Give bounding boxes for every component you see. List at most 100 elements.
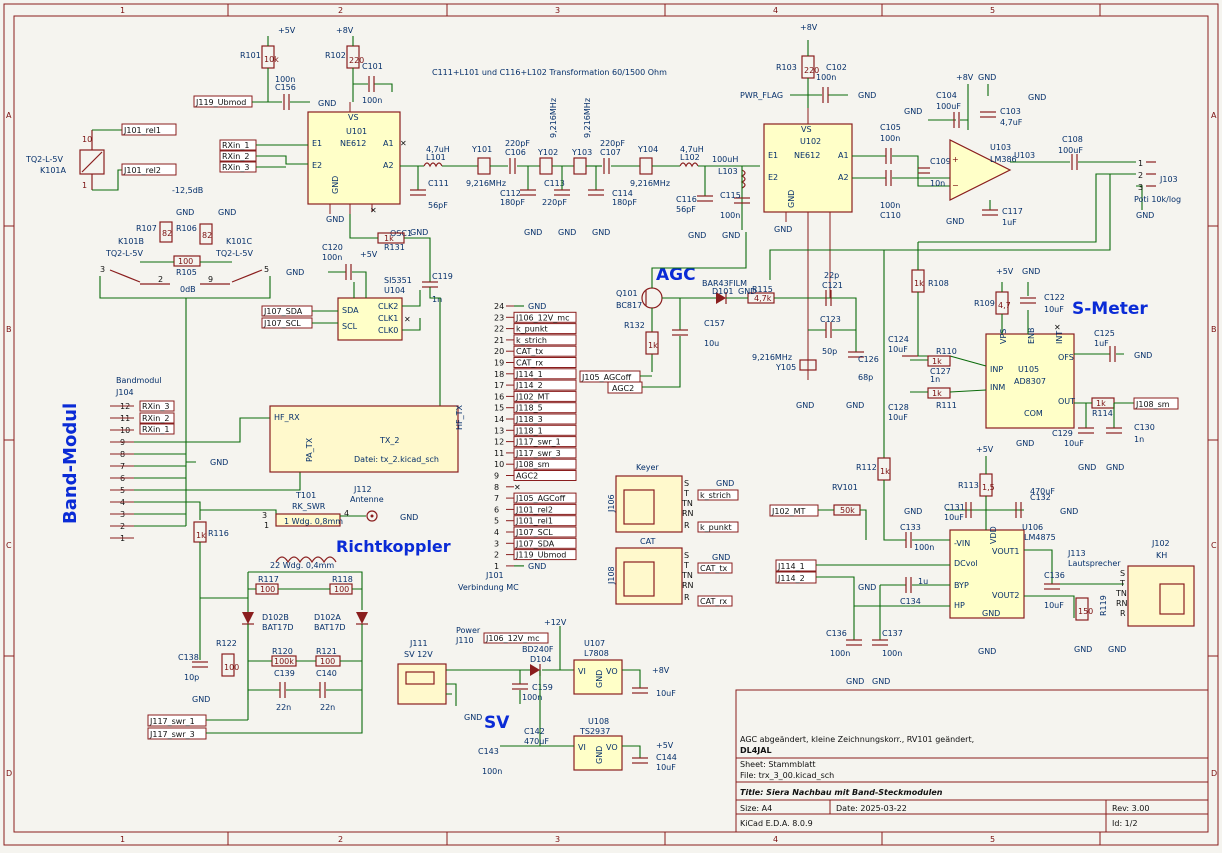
svg-text:1 Wdg. 0,8mm: 1 Wdg. 0,8mm <box>284 517 343 526</box>
svg-text:GND: GND <box>1022 267 1040 276</box>
svg-text:22n: 22n <box>320 703 335 712</box>
svg-text:AD8307: AD8307 <box>1014 377 1046 386</box>
svg-text:L7808: L7808 <box>584 649 609 658</box>
svg-text:AGC2: AGC2 <box>612 384 634 393</box>
svg-text:+12V: +12V <box>544 618 567 627</box>
svg-text:RXin_1: RXin_1 <box>142 425 169 434</box>
svg-text:+5V: +5V <box>360 250 378 259</box>
svg-text:GND: GND <box>872 677 890 686</box>
svg-text:R121: R121 <box>316 647 337 656</box>
svg-text:GND: GND <box>904 507 922 516</box>
svg-text:4,7k: 4,7k <box>754 294 772 303</box>
svg-text:2: 2 <box>1138 171 1143 180</box>
tb-date: Date: 2025-03-22 <box>836 804 907 813</box>
svg-text:100n: 100n <box>914 543 934 552</box>
svg-text:C108: C108 <box>1062 135 1083 144</box>
svg-text:+5V: +5V <box>278 26 296 35</box>
svg-text:1k: 1k <box>384 234 394 243</box>
svg-text:9,216MHz: 9,216MHz <box>752 353 792 362</box>
svg-text:C144: C144 <box>656 753 677 762</box>
svg-text:C119: C119 <box>432 272 453 281</box>
svg-text:100n: 100n <box>322 253 342 262</box>
svg-text:C109: C109 <box>930 157 951 166</box>
svg-text:GND: GND <box>192 695 210 704</box>
j101-pin-number: 5 <box>494 517 499 526</box>
svg-text:3: 3 <box>100 265 105 274</box>
svg-text:R112: R112 <box>856 463 877 472</box>
svg-text:4,7: 4,7 <box>998 301 1011 310</box>
svg-text:100uF: 100uF <box>1058 146 1083 155</box>
svg-text:SV 12V: SV 12V <box>404 650 433 659</box>
svg-text:C111: C111 <box>428 179 449 188</box>
svg-text:✕: ✕ <box>370 206 377 215</box>
j101-pin-number: 20 <box>494 347 504 356</box>
j101-pin-number: 22 <box>494 325 504 334</box>
svg-text:TQ2-L-5V: TQ2-L-5V <box>215 249 253 258</box>
zone-row-left: B <box>6 325 12 334</box>
svg-text:J103: J103 <box>1159 175 1178 184</box>
svg-text:BC817: BC817 <box>616 301 642 310</box>
svg-text:GND: GND <box>858 91 876 100</box>
svg-text:GND: GND <box>846 677 864 686</box>
heading-band-modul: Band-Modul <box>60 403 81 524</box>
svg-text:C101: C101 <box>362 62 383 71</box>
svg-text:✕: ✕ <box>400 139 407 148</box>
svg-text:C113: C113 <box>544 179 565 188</box>
j101-pin-number: 4 <box>494 528 499 537</box>
svg-text:J102: J102 <box>1151 539 1170 548</box>
svg-text:10uF: 10uF <box>888 345 908 354</box>
svg-text:+8V: +8V <box>956 73 974 82</box>
svg-text:GND: GND <box>1060 507 1078 516</box>
svg-text:100uF: 100uF <box>936 102 961 111</box>
tb-sheet: Sheet: Stammblatt <box>740 760 816 769</box>
svg-text:U106: U106 <box>1022 523 1043 532</box>
j101-pin-net: J107_SDA <box>515 539 555 548</box>
k101a-ref: K101A <box>40 166 67 175</box>
svg-text:470uF: 470uF <box>1030 487 1055 496</box>
svg-text:10uF: 10uF <box>656 763 676 772</box>
svg-text:Y103: Y103 <box>571 148 592 157</box>
svg-text:K101C: K101C <box>226 237 253 246</box>
connector-j104: Bandmodul J104 RXin_3 RXin_2 RXin_1 1211… <box>110 376 175 543</box>
svg-text:C159: C159 <box>532 683 553 692</box>
j101-pin-number: 2 <box>494 551 499 560</box>
zone-col-top: 5 <box>990 6 995 15</box>
svg-text:1n: 1n <box>1134 435 1144 444</box>
j101-pin-number: 12 <box>494 438 504 447</box>
svg-text:GND: GND <box>982 609 1000 618</box>
svg-text:COM: COM <box>1024 409 1043 418</box>
svg-text:68p: 68p <box>858 373 873 382</box>
svg-text:U101: U101 <box>346 127 367 136</box>
heading-richtkoppler: Richtkoppler <box>336 537 451 556</box>
svg-text:U102: U102 <box>800 137 821 146</box>
svg-text:RK_SWR: RK_SWR <box>292 502 326 511</box>
svg-text:+8V: +8V <box>336 26 354 35</box>
svg-text:+5V: +5V <box>996 267 1014 276</box>
svg-text:220pF: 220pF <box>505 139 530 148</box>
svg-text:R102: R102 <box>325 51 346 60</box>
agc-section: AGC Q101 BC817 BAR43FILM D101 4,7k R115 … <box>579 232 856 394</box>
j101-pin-net: J106_12V_mc <box>515 313 569 322</box>
svg-text:VI: VI <box>578 743 586 752</box>
svg-text:C103: C103 <box>1000 107 1021 116</box>
j101-pin-net: J101_rel2 <box>515 505 553 514</box>
svg-text:180pF: 180pF <box>500 198 525 207</box>
svg-text:J119_Ubmod: J119_Ubmod <box>195 98 246 107</box>
j101-pin-number: 8 <box>494 483 499 492</box>
sheet-tx2: HF_RX TX_2 Datei: tx_2.kicad_sch HF_TX P… <box>269 404 464 473</box>
svg-text:GND: GND <box>738 287 756 296</box>
svg-text:KH: KH <box>1156 551 1167 560</box>
svg-text:CLK1: CLK1 <box>378 314 398 323</box>
svg-text:RXin_3: RXin_3 <box>142 402 169 411</box>
tb-rev: Rev: 3.00 <box>1112 804 1149 813</box>
zone-col-bottom: 1 <box>120 835 125 844</box>
svg-text:1uF: 1uF <box>1094 339 1109 348</box>
j101-pin-number: 21 <box>494 336 504 345</box>
svg-text:U104: U104 <box>384 286 405 295</box>
svg-text:CLK0: CLK0 <box>378 326 398 335</box>
j101-pin-number: 23 <box>494 313 504 322</box>
